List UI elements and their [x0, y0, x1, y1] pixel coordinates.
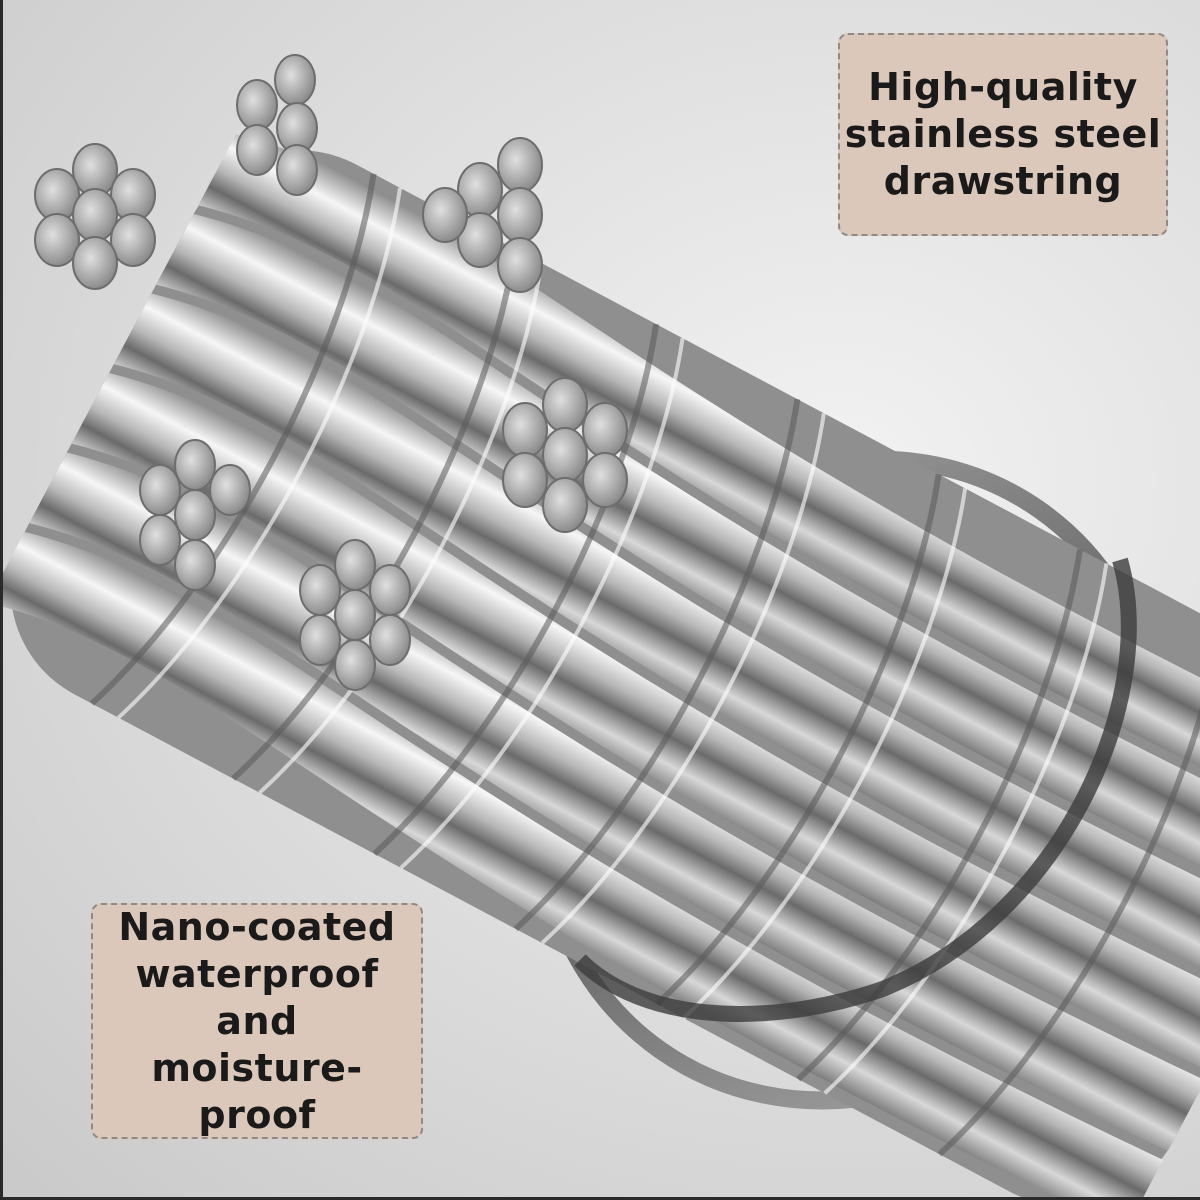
callout-line: High-quality — [868, 65, 1138, 109]
feature-callout-stainless-steel: High-quality stainless steel drawstring — [838, 33, 1168, 236]
rope-body — [0, 134, 1200, 1200]
strand-ends — [34, 54, 628, 691]
callout-line: stainless steel — [844, 112, 1162, 156]
callout-line: moisture-proof — [151, 1045, 363, 1137]
callout-line: drawstring — [883, 159, 1123, 203]
feature-callout-nano-coated: Nano-coated waterproof and moisture-proo… — [91, 903, 423, 1139]
callout-line: Nano-coated — [118, 904, 396, 949]
callout-line: waterproof and — [135, 951, 379, 1043]
cable-loop-front — [574, 557, 1137, 1022]
